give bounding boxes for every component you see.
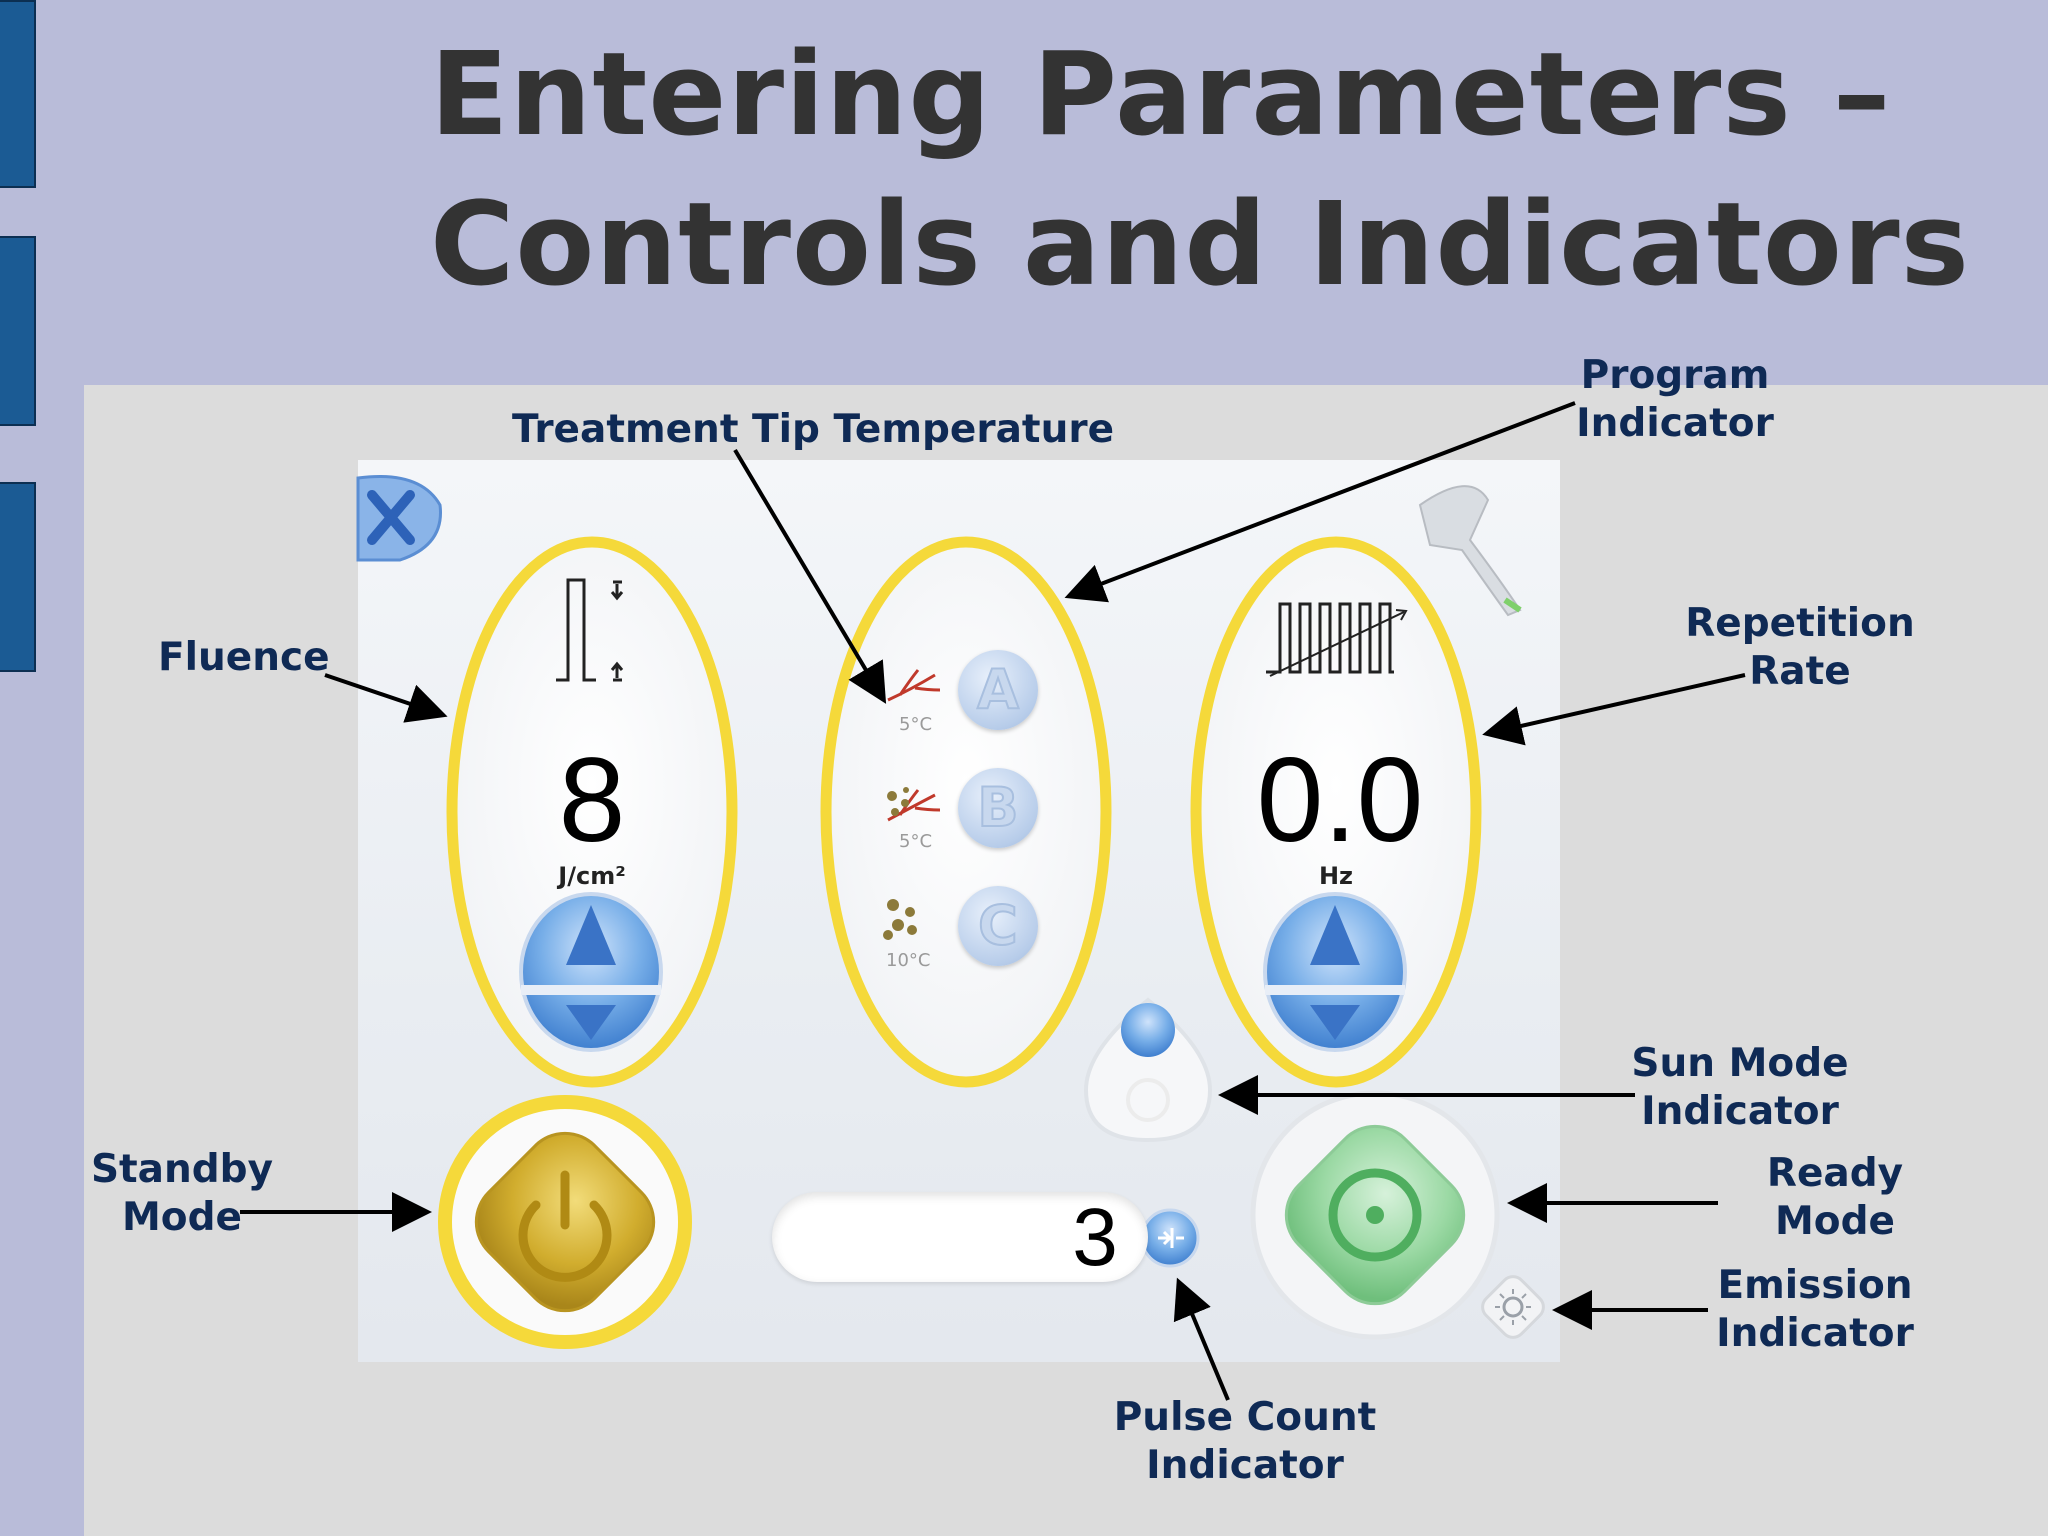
label-sun-line2: Indicator (1641, 1089, 1839, 1134)
rate-pulse-icon (1266, 602, 1408, 677)
label-treatment-tip-temperature: Treatment Tip Temperature (512, 407, 1115, 452)
fluence-oval (446, 536, 738, 1088)
label-pulse-line1: Pulse Count (1113, 1395, 1377, 1440)
label-program-line1: Program (1580, 353, 1770, 398)
rate-unit: Hz (1318, 862, 1354, 890)
label-standby-mode: Standby Mode (82, 1146, 282, 1242)
program-c-button[interactable]: C (958, 886, 1038, 966)
pulse-count-value: 3 (1072, 1192, 1118, 1283)
program-a-temp: 5°C (899, 714, 933, 735)
rate-value: 0.0 (1256, 733, 1424, 867)
fluence-stepper[interactable] (519, 892, 663, 1052)
label-standby-line2: Mode (122, 1195, 242, 1240)
vessel-icon (887, 669, 941, 702)
label-emission-line2: Indicator (1716, 1311, 1914, 1356)
label-fluence: Fluence (158, 635, 330, 680)
label-repetition-rate: Repetition Rate (1680, 600, 1920, 696)
sun-mode-indicator (1083, 997, 1213, 1143)
label-ready-line1: Ready (1766, 1151, 1904, 1196)
logo-x-icon (356, 475, 442, 562)
vessel-pigment-icon (887, 787, 941, 822)
label-sun-mode: Sun Mode Indicator (1620, 1040, 1860, 1136)
label-pulse-line2: Indicator (1146, 1443, 1344, 1488)
label-pulse-count-indicator: Pulse Count Indicator (1110, 1394, 1380, 1490)
label-rate-line2: Rate (1749, 649, 1851, 694)
standby-button[interactable] (438, 1095, 692, 1349)
label-sun-line1: Sun Mode (1631, 1041, 1849, 1086)
label-ready-line2: Mode (1775, 1199, 1895, 1244)
fluence-pulse-icon (556, 578, 624, 682)
program-c-temp: 10°C (886, 950, 931, 971)
rate-stepper[interactable] (1263, 892, 1407, 1052)
label-ready-mode: Ready Mode (1735, 1150, 1935, 1246)
side-tab-1 (0, 0, 36, 188)
pulse-reset-button[interactable] (1140, 1208, 1200, 1268)
fluence-unit: J/cm² (558, 862, 626, 890)
slide-title: Entering Parameters – Controls and Indic… (430, 20, 1971, 320)
title-line-2: Controls and Indicators (430, 178, 1971, 312)
program-b-temp: 5°C (899, 831, 933, 852)
handpiece-icon (1418, 485, 1522, 617)
label-program-line2: Indicator (1576, 401, 1774, 446)
label-emission-line1: Emission (1717, 1263, 1913, 1308)
pigment-icon (883, 899, 917, 940)
label-rate-line1: Repetition (1685, 601, 1915, 646)
emission-indicator (1481, 1275, 1545, 1339)
label-emission-indicator: Emission Indicator (1705, 1262, 1925, 1358)
program-a-button[interactable]: A (958, 650, 1038, 730)
fluence-value: 8 (558, 733, 626, 867)
side-tab-3 (0, 482, 36, 672)
label-standby-line1: Standby (90, 1147, 274, 1192)
side-tab-2 (0, 236, 36, 426)
program-b-button[interactable]: B (958, 768, 1038, 848)
pulse-count-display (772, 1192, 1148, 1282)
ready-button[interactable] (1250, 1090, 1500, 1340)
label-program-indicator: Program Indicator (1560, 352, 1790, 448)
title-line-1: Entering Parameters – (430, 28, 1892, 162)
